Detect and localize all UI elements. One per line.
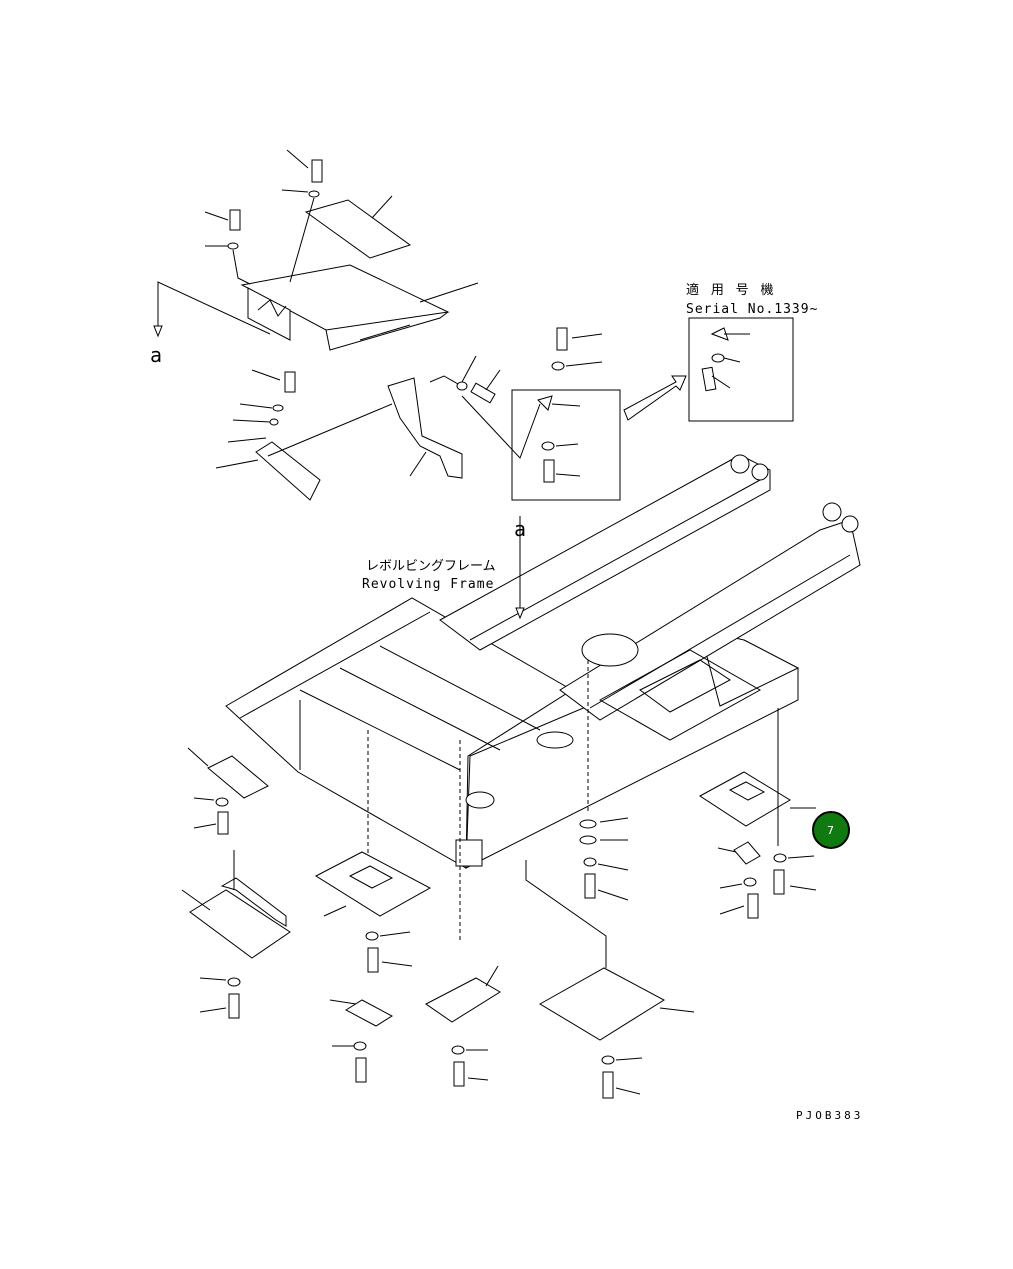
detail-box (461, 327, 687, 501)
drawing-code: PJOB383 (796, 1109, 863, 1122)
upper-cover-assembly (153, 149, 479, 351)
revolving-frame (225, 454, 861, 940)
lower-covers (181, 708, 817, 1099)
frame-label-en: Revolving Frame (362, 577, 494, 592)
callout-7[interactable]: 7 (812, 811, 850, 849)
serial-label-jp: 適 用 号 機 (686, 282, 775, 298)
bracket-assembly (215, 355, 501, 501)
callout-number: 7 (827, 824, 834, 837)
view-label-bottom: a (514, 517, 526, 541)
view-label-top: a (150, 343, 162, 367)
serial-box (688, 317, 794, 422)
frame-label-jp: レボルビングフレーム (366, 559, 496, 574)
serial-label-en: Serial No.1339~ (686, 302, 818, 317)
